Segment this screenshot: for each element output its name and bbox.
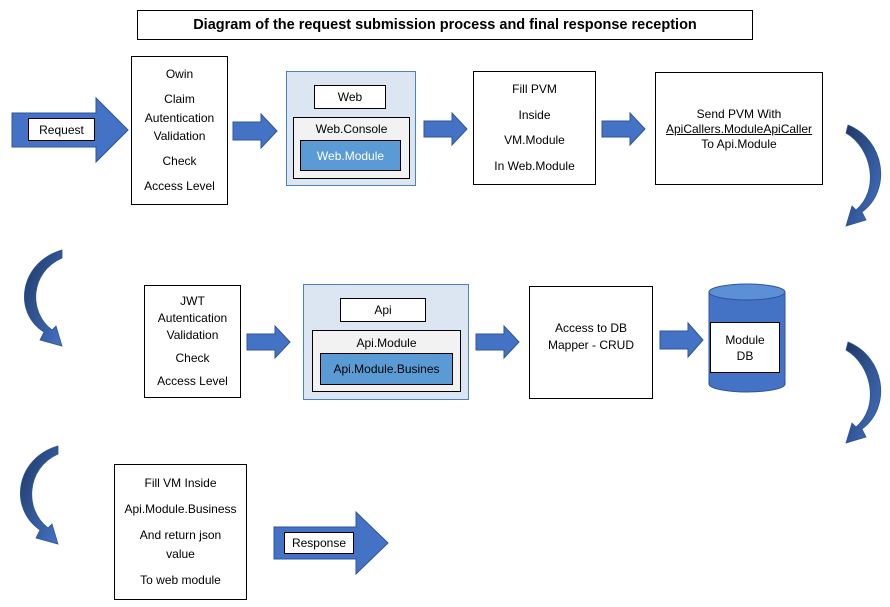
value-line: value bbox=[166, 546, 195, 561]
fill-pvm-box: Fill PVM Inside VM.Module In Web.Module bbox=[473, 71, 596, 185]
autentication-line: Autentication bbox=[157, 311, 228, 325]
api-label: Api bbox=[340, 298, 426, 322]
request-label: Request bbox=[28, 118, 95, 141]
web-console-label: Web.Console bbox=[315, 122, 388, 136]
to-api-module-line: To Api.Module bbox=[701, 137, 777, 151]
access-db-line: Access to DB bbox=[554, 320, 628, 335]
check-line: Check bbox=[175, 351, 210, 365]
api-business-box: Api.Module.Busines bbox=[320, 353, 453, 385]
inside-line: Inside bbox=[518, 107, 551, 122]
response-label: Response bbox=[284, 532, 354, 554]
jwt-auth-box: JWT Autentication Validation Check Acces… bbox=[144, 285, 241, 398]
db-line: DB bbox=[736, 348, 754, 363]
check-line: Check bbox=[162, 154, 197, 169]
fill-vm-box: Fill VM Inside Api.Module.Business And r… bbox=[114, 464, 247, 600]
to-web-module-line: To web module bbox=[140, 572, 221, 587]
mapper-crud-line: Mapper - CRUD bbox=[547, 337, 634, 352]
api-panel: Api Api.Module Api.Module.Busines bbox=[303, 284, 469, 400]
claim-line: Claim bbox=[164, 91, 195, 106]
curved-arrow-left-2 bbox=[20, 445, 59, 545]
send-pvm-line: Send PVM With bbox=[696, 107, 782, 121]
jwt-line: JWT bbox=[180, 294, 205, 308]
module-line: Module bbox=[725, 332, 765, 347]
flow-arrow-5 bbox=[475, 324, 520, 360]
in-web-module-line: In Web.Module bbox=[494, 158, 575, 173]
api-caller-link: ApiCallers.ModuleApiCaller bbox=[665, 122, 813, 136]
fill-vm-line: Fill VM Inside bbox=[144, 476, 217, 491]
return-json-line: And return json bbox=[139, 528, 222, 543]
send-pvm-box: Send PVM With ApiCallers.ModuleApiCaller… bbox=[655, 72, 823, 185]
access-level-line: Access Level bbox=[157, 374, 228, 388]
fill-pvm-line: Fill PVM bbox=[512, 82, 557, 97]
access-level-line: Access Level bbox=[144, 179, 215, 194]
vm-module-line: VM.Module bbox=[504, 133, 565, 148]
db-access-box: Access to DB Mapper - CRUD bbox=[529, 286, 653, 399]
api-module-label: Api.Module bbox=[356, 336, 417, 350]
module-db-label: Module DB bbox=[710, 322, 780, 373]
owin-auth-box: Owin Claim Autentication Validation Chec… bbox=[131, 56, 228, 205]
curved-arrow-right-1 bbox=[845, 124, 882, 227]
api-module-box: Api.Module Api.Module.Busines bbox=[312, 330, 461, 392]
web-console-box: Web.Console Web.Module bbox=[293, 117, 410, 179]
api-module-business-line: Api.Module.Business bbox=[124, 502, 237, 517]
flow-arrow-1 bbox=[232, 112, 278, 150]
curved-arrow-right-2 bbox=[845, 341, 882, 444]
curved-arrow-left-1 bbox=[24, 249, 63, 347]
diagram-title: Diagram of the request submission proces… bbox=[137, 10, 753, 40]
web-label: Web bbox=[314, 85, 386, 109]
flow-arrow-6 bbox=[659, 321, 704, 359]
flow-arrow-4 bbox=[246, 324, 291, 360]
autentication-line: Autentication bbox=[144, 110, 215, 125]
owin-line: Owin bbox=[165, 66, 194, 81]
flow-arrow-3 bbox=[601, 111, 646, 147]
web-panel: Web Web.Console Web.Module bbox=[286, 71, 416, 186]
web-module-box: Web.Module bbox=[300, 140, 401, 171]
flow-arrow-2 bbox=[423, 111, 468, 147]
validation-line: Validation bbox=[153, 129, 206, 144]
validation-line: Validation bbox=[166, 328, 219, 342]
